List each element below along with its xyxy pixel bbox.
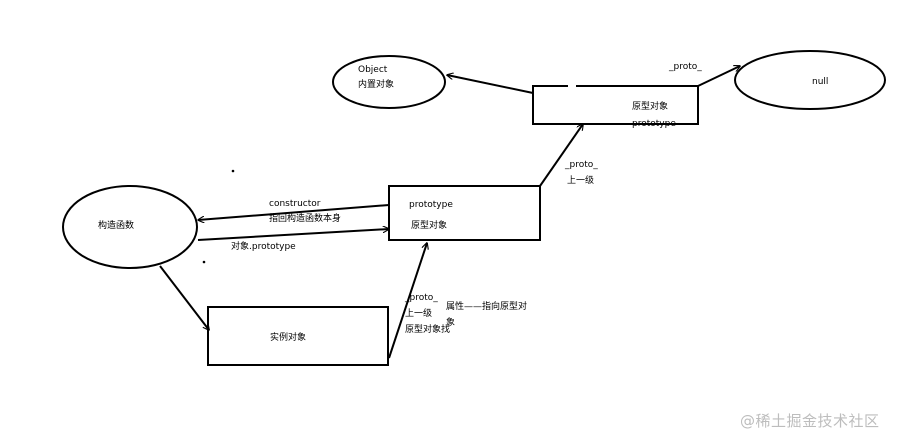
arrow-fn-prototype <box>197 229 389 241</box>
constructor-fn-label: 构造函数 <box>98 221 135 231</box>
up-proto-label: _proto_ <box>565 160 598 170</box>
obj-prototype-label: 对象.prototype <box>231 242 296 252</box>
arrow-fn-to-instance <box>159 265 209 330</box>
arrow-instance-to-mid <box>388 243 427 359</box>
instance-label: 实例对象 <box>270 333 307 343</box>
constructor-node <box>62 185 198 269</box>
attribute-note-line2: 象 <box>446 318 456 328</box>
null-node <box>734 50 886 110</box>
prototype-mid-label: prototype <box>409 200 453 210</box>
arrow-to-object <box>447 75 534 94</box>
constructor-edge-label: constructor <box>269 199 321 209</box>
prototype-mid-sublabel: 原型对象 <box>411 221 448 231</box>
instance-up-label: 上一级 <box>405 309 433 319</box>
arrow-constructor-back <box>198 204 390 220</box>
object-label: Object <box>358 65 388 75</box>
object-node <box>332 55 446 109</box>
prototype-top-sublabel: prototype <box>632 119 676 129</box>
up-level-label: 上一级 <box>567 176 595 186</box>
points-back-label: 指回构造函数本身 <box>269 214 342 224</box>
null-label: null <box>812 77 829 87</box>
watermark: @稀土掘金技术社区 <box>740 412 880 430</box>
prototype-top-label: 原型对象 <box>632 102 669 112</box>
prototype-top-box <box>532 85 699 125</box>
stray-dot <box>231 169 235 173</box>
prototype-mid-box <box>388 185 541 241</box>
object-sublabel: 内置对象 <box>358 80 395 90</box>
to-null-label: _proto_ <box>669 62 702 72</box>
attribute-note-line1: 属性——指向原型对 <box>446 302 528 312</box>
instance-find-label: 原型对象找 <box>405 325 451 335</box>
instance-proto-label: _proto_ <box>405 293 438 303</box>
arrow-mid-to-top <box>539 124 583 187</box>
stray-dot <box>202 260 206 264</box>
instance-box <box>207 306 389 366</box>
arrow-to-null <box>697 66 740 87</box>
